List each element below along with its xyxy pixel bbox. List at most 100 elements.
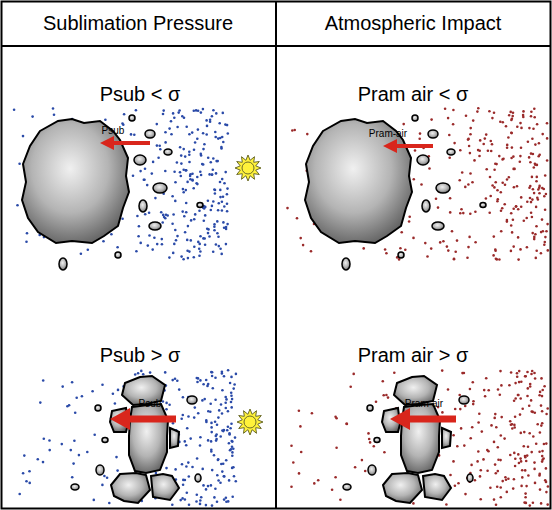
particle [185,189,188,192]
particle [61,443,64,446]
particle [449,197,452,200]
particle [171,503,174,506]
particle [500,496,503,499]
particle [454,485,457,488]
particle [545,413,548,416]
particle [187,461,190,464]
particle [488,211,491,214]
particle [193,246,196,249]
particle [25,480,28,483]
particle [211,115,214,118]
particle [175,239,178,242]
particle [181,463,184,466]
particle [182,148,185,151]
particle [211,469,214,472]
particle [143,178,146,181]
particle [317,479,320,482]
particle [489,487,492,490]
particle [302,244,305,247]
particle [335,446,338,449]
particle [165,467,168,470]
particle [220,253,223,256]
particle [523,445,526,448]
particle [219,137,222,140]
particle [72,462,75,465]
condition-label: Pram air > σ [358,344,469,366]
particle [435,198,438,201]
particle [171,195,174,198]
particle [161,238,164,241]
condition-label: Psub > σ [100,344,181,366]
particle [467,138,470,141]
particle [231,398,234,401]
particle [196,183,199,186]
particle [70,449,73,452]
particle [471,181,474,184]
particle [530,451,533,454]
particle [478,150,481,153]
particle [494,162,497,165]
particle [508,384,511,387]
particle [180,175,183,178]
particle [527,445,530,448]
particle [221,178,224,181]
particle [528,187,531,190]
particle [537,198,540,201]
particle [223,182,226,185]
particle [532,501,535,504]
particle [513,426,516,429]
particle [385,394,388,397]
particle [518,381,521,384]
particle [224,171,227,174]
particle [528,127,531,130]
particle [533,116,536,119]
particle [375,400,378,403]
particle [71,381,74,384]
particle [479,475,482,478]
particle [441,411,444,414]
particle [508,176,511,179]
particle [531,176,534,179]
particle [453,257,456,260]
particle [467,183,470,186]
particle [448,157,451,160]
particle [528,432,531,435]
particle [214,377,217,380]
particle [494,181,497,184]
particle [199,250,202,253]
particle [464,493,467,496]
particle [206,125,209,128]
particle [453,258,456,261]
particle [528,404,531,407]
particle [161,243,164,246]
particle [220,463,223,466]
particle [172,252,175,255]
particle [474,241,477,244]
sun-rays [237,409,263,435]
particle [538,450,541,453]
particle [135,109,138,112]
particle [186,239,189,242]
particle [196,377,199,380]
particle [195,500,198,503]
particle [215,172,218,175]
particle [399,247,402,250]
particle-field [13,107,549,507]
particle [529,161,532,164]
particle [500,434,503,437]
particle [137,372,140,375]
particle [535,180,538,183]
particle [156,243,159,246]
particle [449,474,452,477]
particle [176,380,179,383]
particle [418,137,421,140]
particle [468,236,471,239]
particle [387,396,390,399]
particle [510,212,513,215]
particle [291,129,294,132]
particle [517,236,520,239]
particle [493,111,496,114]
particle [212,387,215,390]
particle [87,248,90,251]
particle [465,115,468,118]
